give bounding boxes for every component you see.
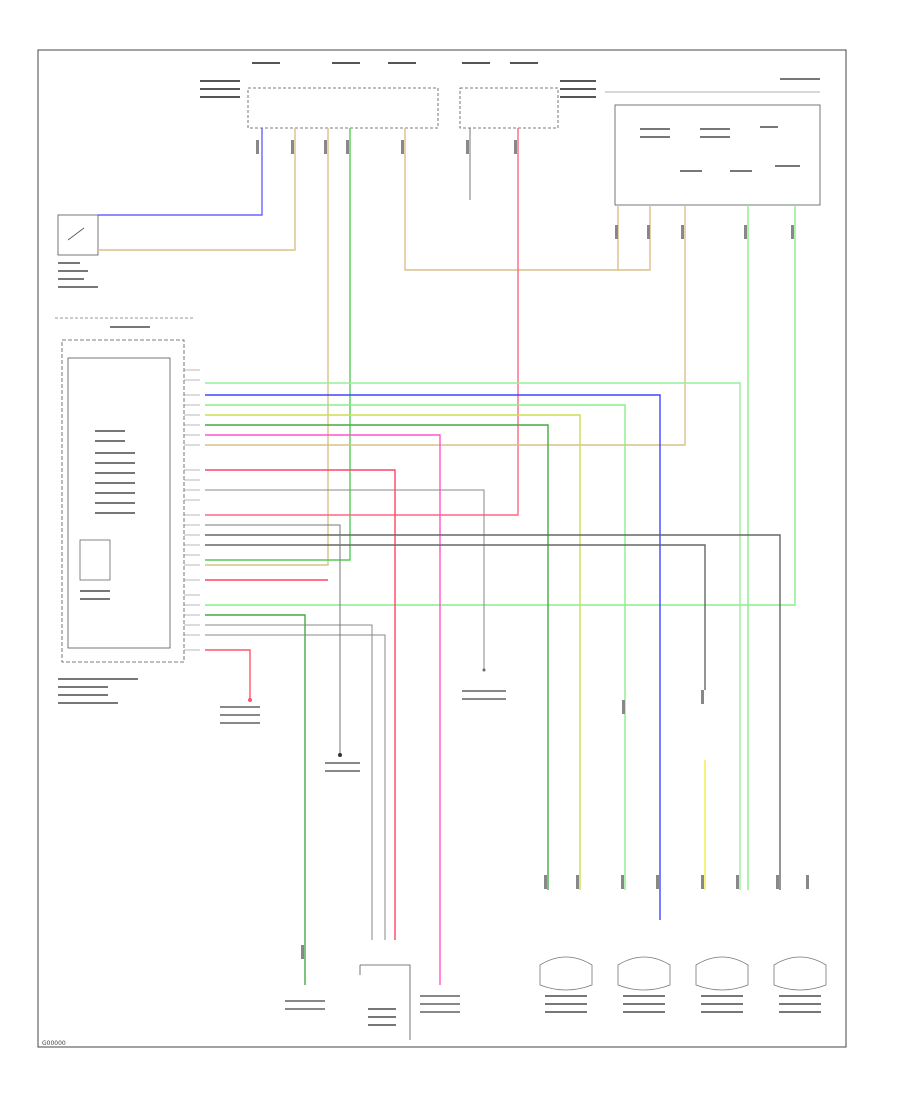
wire-lightgreen-1 xyxy=(205,382,741,890)
wire-tan-relay xyxy=(404,128,651,271)
wire-tan-long xyxy=(205,128,329,566)
wire-red-bus xyxy=(205,469,396,940)
relay-module xyxy=(605,78,821,206)
wire-red-top xyxy=(205,128,519,516)
fuse-block-right xyxy=(459,62,596,129)
wire-tags xyxy=(256,140,809,959)
wire-green-bus xyxy=(205,404,626,890)
wire-green-relay2 xyxy=(205,205,796,606)
bottom-labels xyxy=(220,690,506,1013)
diagram-frame xyxy=(37,49,847,1048)
wire-dkgreen-bus xyxy=(205,424,549,890)
ground-points xyxy=(248,668,486,757)
wire-gray-relay xyxy=(205,624,373,940)
wire-pink-bus xyxy=(205,434,441,985)
wheel-speed-sensor-1 xyxy=(539,956,593,1013)
wire-gray-bus xyxy=(205,489,485,670)
wire-red-small xyxy=(205,649,251,700)
wire-yg-bus xyxy=(205,414,581,890)
wheel-speed-sensor-2 xyxy=(617,956,671,1013)
abs-connector-pins xyxy=(184,369,200,651)
corner-tag: G00000 xyxy=(42,1040,66,1047)
abs-control-unit xyxy=(55,317,195,704)
wire-blue-top xyxy=(98,128,263,216)
wheel-speed-sensor-4 xyxy=(773,956,827,1013)
bottom-connector xyxy=(359,964,411,1040)
wire-blue-bus xyxy=(205,394,661,920)
wire-green-long xyxy=(205,128,351,561)
fuse-block-left xyxy=(200,62,439,129)
wire-tan-switch xyxy=(98,128,296,251)
wire-dgray-bus2 xyxy=(205,544,706,690)
wire-gray-diag xyxy=(205,524,341,755)
wire-dgray-bus xyxy=(205,534,781,890)
wire-tan-relay-unit xyxy=(205,205,686,446)
wires xyxy=(98,128,796,985)
wheel-speed-sensor-3 xyxy=(695,956,749,1013)
wire-green-ground xyxy=(205,614,306,985)
wire-gray-relay2 xyxy=(205,634,386,940)
brake-switch xyxy=(57,214,99,288)
